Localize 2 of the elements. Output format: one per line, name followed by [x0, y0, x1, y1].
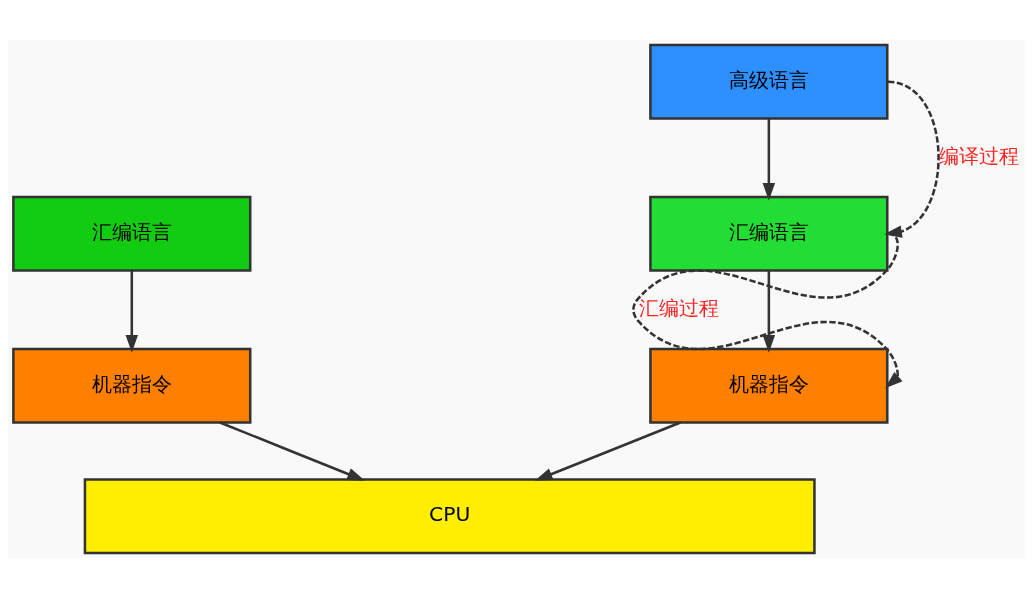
edge-label: 汇编过程 [638, 295, 719, 320]
edge-label: 编译过程 [939, 143, 1020, 168]
